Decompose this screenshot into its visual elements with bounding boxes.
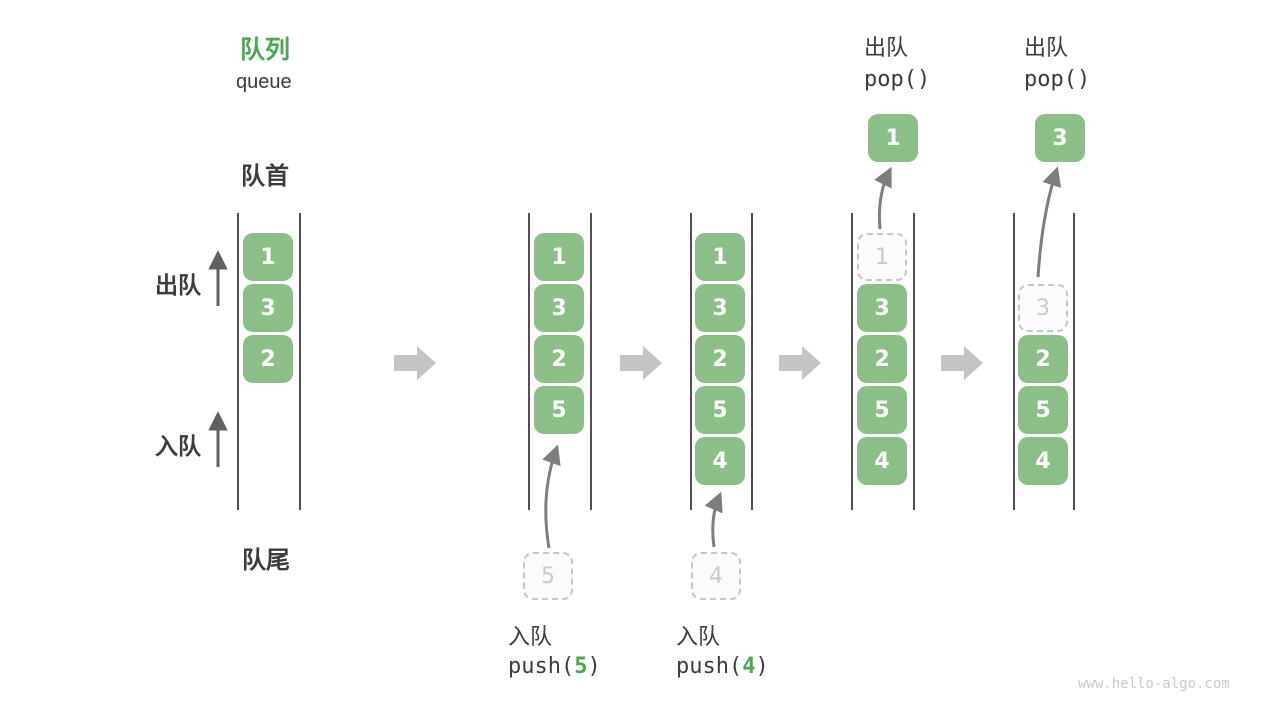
watermark: www.hello-algo.com [1078, 676, 1230, 692]
queue-item-box: 2 [695, 335, 745, 383]
label-queue-front: 队首 [241, 163, 289, 190]
queue-item-box: 5 [534, 386, 584, 434]
pop-operation-code: pop() [864, 67, 931, 92]
push-operation-label: 入队 [508, 624, 553, 649]
queue-wall-line [751, 213, 753, 510]
queue-item-box: 4 [857, 437, 907, 485]
pop-arrow-icon [1036, 166, 1062, 278]
push-argument-value: 4 [742, 654, 756, 679]
push-arrow-icon [542, 444, 561, 549]
pop-operation-label: 出队 [864, 35, 909, 60]
flow-arrow-icon [941, 346, 983, 380]
incoming-item-box: 4 [691, 552, 741, 600]
label-enqueue-side: 入队 [155, 433, 201, 459]
queue-item-box: 1 [243, 233, 293, 281]
popped-item-box: 3 [1035, 114, 1085, 162]
queue-wall-line [1073, 213, 1075, 510]
popped-item-box: 1 [868, 114, 918, 162]
push-operation-code: push(5) [508, 654, 601, 679]
queue-wall-line [299, 213, 301, 510]
removed-item-ghost-box: 3 [1018, 284, 1068, 332]
push-operation-label: 入队 [676, 624, 721, 649]
queue-item-box: 5 [695, 386, 745, 434]
queue-item-box: 3 [695, 284, 745, 332]
flow-arrow-icon [779, 346, 821, 380]
queue-item-box: 2 [857, 335, 907, 383]
pop-arrow-icon [874, 166, 892, 230]
diagram-title-zh: 队列 [240, 36, 291, 64]
queue-item-box: 5 [857, 386, 907, 434]
queue-item-box: 3 [243, 284, 293, 332]
queue-item-box: 4 [1018, 437, 1068, 485]
queue-item-box: 3 [534, 284, 584, 332]
removed-item-ghost-box: 1 [857, 233, 907, 281]
queue-item-box: 2 [534, 335, 584, 383]
push-argument-value: 5 [574, 654, 588, 679]
queue-wall-line [690, 213, 692, 510]
diagram-title-en: queue [236, 71, 292, 93]
queue-item-box: 2 [243, 335, 293, 383]
flow-arrow-icon [394, 346, 436, 380]
queue-wall-line [1013, 213, 1015, 510]
queue-wall-line [528, 213, 530, 510]
queue-item-box: 4 [695, 437, 745, 485]
pop-operation-label: 出队 [1024, 35, 1069, 60]
queue-wall-line [237, 213, 239, 510]
label-dequeue-side: 出队 [155, 272, 201, 298]
flow-arrow-icon [620, 346, 662, 380]
queue-item-box: 1 [534, 233, 584, 281]
queue-item-box: 5 [1018, 386, 1068, 434]
push-arrow-icon [704, 491, 723, 548]
queue-wall-line [590, 213, 592, 510]
queue-item-box: 3 [857, 284, 907, 332]
pop-operation-code: pop() [1024, 67, 1091, 92]
queue-item-box: 1 [695, 233, 745, 281]
label-queue-rear: 队尾 [242, 547, 290, 574]
incoming-item-box: 5 [523, 552, 573, 600]
push-operation-code: push(4) [676, 654, 769, 679]
queue-item-box: 2 [1018, 335, 1068, 383]
queue-wall-line [851, 213, 853, 510]
queue-wall-line [913, 213, 915, 510]
